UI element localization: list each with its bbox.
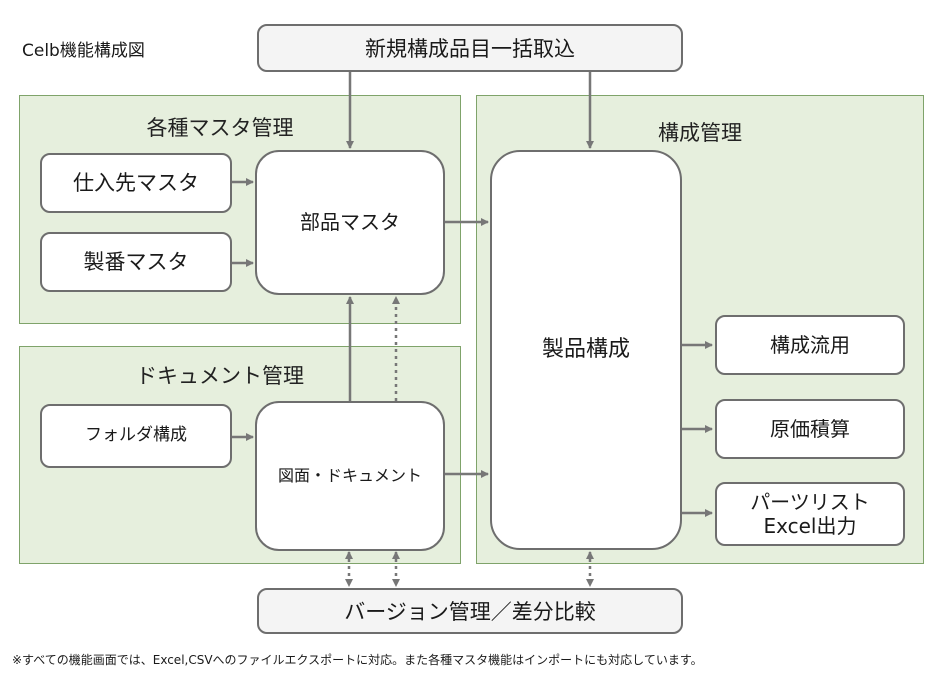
drawing-document-box: 図面・ドキュメント bbox=[255, 401, 445, 551]
group-label-master: 各種マスタ管理 bbox=[146, 116, 294, 140]
footnote: ※すべての機能画面では、Excel,CSVへのファイルエクスポートに対応。また各… bbox=[12, 653, 703, 667]
version-diff-bar: バージョン管理／差分比較 bbox=[257, 588, 683, 634]
group-label-document: ドキュメント管理 bbox=[136, 364, 304, 388]
supplier-master-box: 仕入先マスタ bbox=[40, 153, 232, 213]
folder-config-box: フォルダ構成 bbox=[40, 404, 232, 468]
parts-master-box: 部品マスタ bbox=[255, 150, 445, 295]
parts-list-excel-box: パーツリスト Excel出力 bbox=[715, 482, 905, 546]
config-reuse-box: 構成流用 bbox=[715, 315, 905, 375]
diagram-title: Celb機能構成図 bbox=[22, 41, 145, 61]
product-config-box: 製品構成 bbox=[490, 150, 682, 550]
serial-master-box: 製番マスタ bbox=[40, 232, 232, 292]
cost-estimate-box: 原価積算 bbox=[715, 399, 905, 459]
bulk-import-bar: 新規構成品目一括取込 bbox=[257, 24, 683, 72]
group-label-config: 構成管理 bbox=[658, 121, 742, 145]
